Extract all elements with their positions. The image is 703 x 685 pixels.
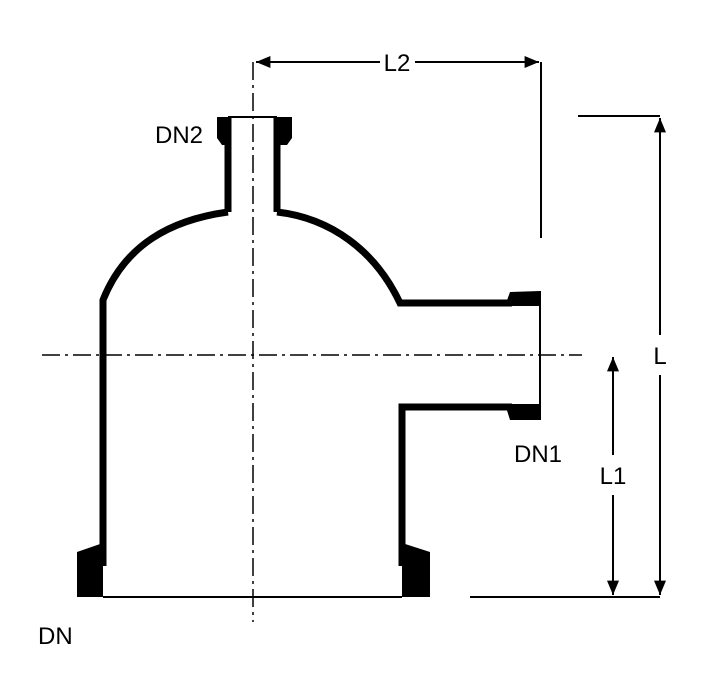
side-flange-bottom bbox=[505, 404, 540, 420]
label-l2: L2 bbox=[384, 50, 411, 77]
fitting-body bbox=[99, 118, 512, 566]
label-l1: L1 bbox=[600, 463, 627, 490]
label-l: L bbox=[653, 343, 666, 370]
base-flange-left bbox=[77, 543, 103, 597]
side-flange-top bbox=[505, 291, 540, 306]
label-dn2: DN2 bbox=[155, 122, 203, 149]
label-dn1: DN1 bbox=[514, 441, 562, 468]
top-flange-left bbox=[217, 117, 231, 145]
top-flange-right bbox=[274, 117, 292, 145]
label-dn: DN bbox=[38, 623, 73, 650]
base-flange-right bbox=[402, 543, 430, 597]
